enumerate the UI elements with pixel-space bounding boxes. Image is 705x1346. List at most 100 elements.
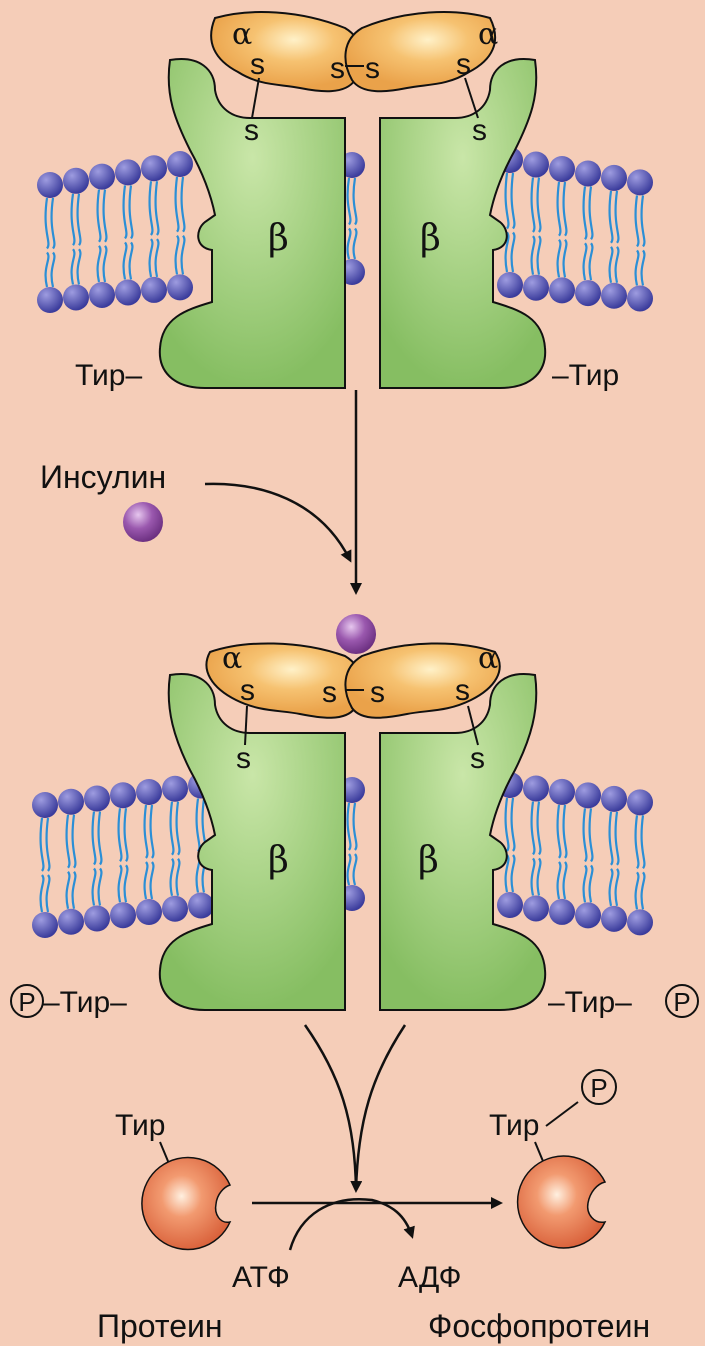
alpha-label-left: α — [222, 641, 242, 676]
insulin-molecule-icon — [123, 502, 163, 542]
lipid-head-icon — [32, 792, 58, 818]
lipid-tail — [532, 177, 541, 274]
lipid-tail — [636, 815, 645, 909]
lipid-tail — [610, 812, 619, 906]
lipid-tail — [584, 186, 593, 280]
insulin-label: Инсулин — [40, 459, 166, 495]
lipid-tail — [348, 178, 357, 259]
s-label: s — [322, 676, 337, 709]
lipid-head-icon — [89, 282, 115, 308]
s-label: s — [244, 114, 259, 147]
receptor-active: α α β β s s s s s s P –Тир– –Тир– P — [11, 641, 698, 1019]
kinase-arrow-left — [305, 1025, 356, 1190]
lipid-head-icon — [167, 274, 193, 300]
kinase-arrow-right — [356, 1025, 405, 1190]
lipid-tail — [41, 818, 50, 912]
lipid-head-icon — [37, 172, 63, 198]
disulfide-bond-right — [465, 78, 478, 118]
s-label: s — [456, 48, 471, 81]
lipid-head-icon — [136, 779, 162, 805]
beta-subunit-right — [380, 59, 545, 388]
s-label: s — [365, 52, 380, 85]
lipid-head-icon — [601, 786, 627, 812]
lipid-tail — [348, 803, 357, 885]
beta-subunit-right — [380, 674, 545, 1010]
lipid-head-icon — [167, 151, 193, 177]
beta-subunit-left — [160, 674, 345, 1010]
lipid-head-icon — [188, 893, 214, 919]
lipid-tail — [584, 808, 593, 902]
lipid-tail — [67, 815, 76, 909]
lipid-tail — [176, 177, 185, 274]
disulfide-bond-left — [252, 78, 259, 118]
lipid-tail — [124, 185, 133, 279]
phosphoprotein-icon — [518, 1156, 605, 1248]
tyr-label-right: –Тир — [552, 359, 619, 392]
lipid-tail — [93, 812, 102, 906]
s-label: s — [240, 674, 255, 707]
tyr-label-protein: Тир — [115, 1109, 165, 1142]
phosphate-label: P — [18, 987, 35, 1017]
tyr-label-phosphoprotein: Тир — [489, 1109, 539, 1142]
lipid-head-icon — [497, 272, 523, 298]
lipid-head-icon — [627, 909, 653, 935]
lipid-head-icon — [627, 285, 653, 311]
lipid-head-icon — [110, 782, 136, 808]
lipid-head-icon — [549, 779, 575, 805]
phosphate-label: P — [673, 987, 690, 1017]
protein-label: Протеин — [97, 1308, 223, 1344]
phospho-tyr-label-right: –Тир– — [548, 986, 632, 1019]
lipid-tail — [558, 805, 567, 899]
s-label: s — [470, 742, 485, 775]
lipid-tail — [145, 805, 154, 899]
lipid-head-icon — [84, 906, 110, 932]
alpha-subunit-right — [345, 643, 499, 717]
lipid-tail — [558, 182, 567, 277]
lipid-head-icon — [601, 165, 627, 191]
alpha-label-left: α — [232, 17, 252, 52]
lipid-head-icon — [32, 912, 58, 938]
beta-label-left: β — [268, 218, 289, 259]
s-label: s — [250, 48, 265, 81]
lipid-head-icon — [37, 287, 63, 313]
lipid-tail — [506, 798, 515, 892]
beta-label-right: β — [418, 840, 439, 881]
insulin-binding-arrow — [205, 484, 350, 560]
phosphate-connector — [546, 1102, 578, 1126]
lipid-head-icon — [575, 160, 601, 186]
s-label: s — [472, 114, 487, 147]
lipid-head-icon — [549, 156, 575, 182]
lipid-tail — [98, 190, 107, 282]
lipid-head-icon — [523, 151, 549, 177]
lipid-head-icon — [627, 169, 653, 195]
lipid-head-icon — [523, 275, 549, 301]
lipid-head-icon — [549, 899, 575, 925]
tyr-label-left: Тир– — [75, 359, 142, 392]
lipid-head-icon — [89, 164, 115, 190]
lipid-head-icon — [136, 899, 162, 925]
adp-label: АДФ — [398, 1261, 461, 1294]
s-label: s — [330, 52, 345, 85]
lipid-tail — [636, 195, 645, 285]
phospho-tyr-label-left: –Тир– — [43, 986, 127, 1019]
beta-label-right: β — [420, 218, 441, 259]
lipid-tail — [150, 181, 159, 277]
lipid-head-icon — [575, 280, 601, 306]
protein-icon — [142, 1158, 230, 1250]
beta-label-left: β — [268, 840, 289, 881]
lipid-tail — [72, 194, 81, 285]
lipid-tail — [532, 801, 541, 895]
lipid-head-icon — [58, 909, 84, 935]
s-label: s — [370, 676, 385, 709]
lipid-head-icon — [601, 283, 627, 309]
lipid-head-icon — [575, 902, 601, 928]
lipid-head-icon — [115, 279, 141, 305]
alpha-label-right: α — [478, 17, 498, 52]
lipid-head-icon — [523, 895, 549, 921]
lipid-head-icon — [58, 789, 84, 815]
lipid-head-icon — [141, 155, 167, 181]
lipid-tail — [171, 802, 180, 896]
s-label: s — [236, 742, 251, 775]
